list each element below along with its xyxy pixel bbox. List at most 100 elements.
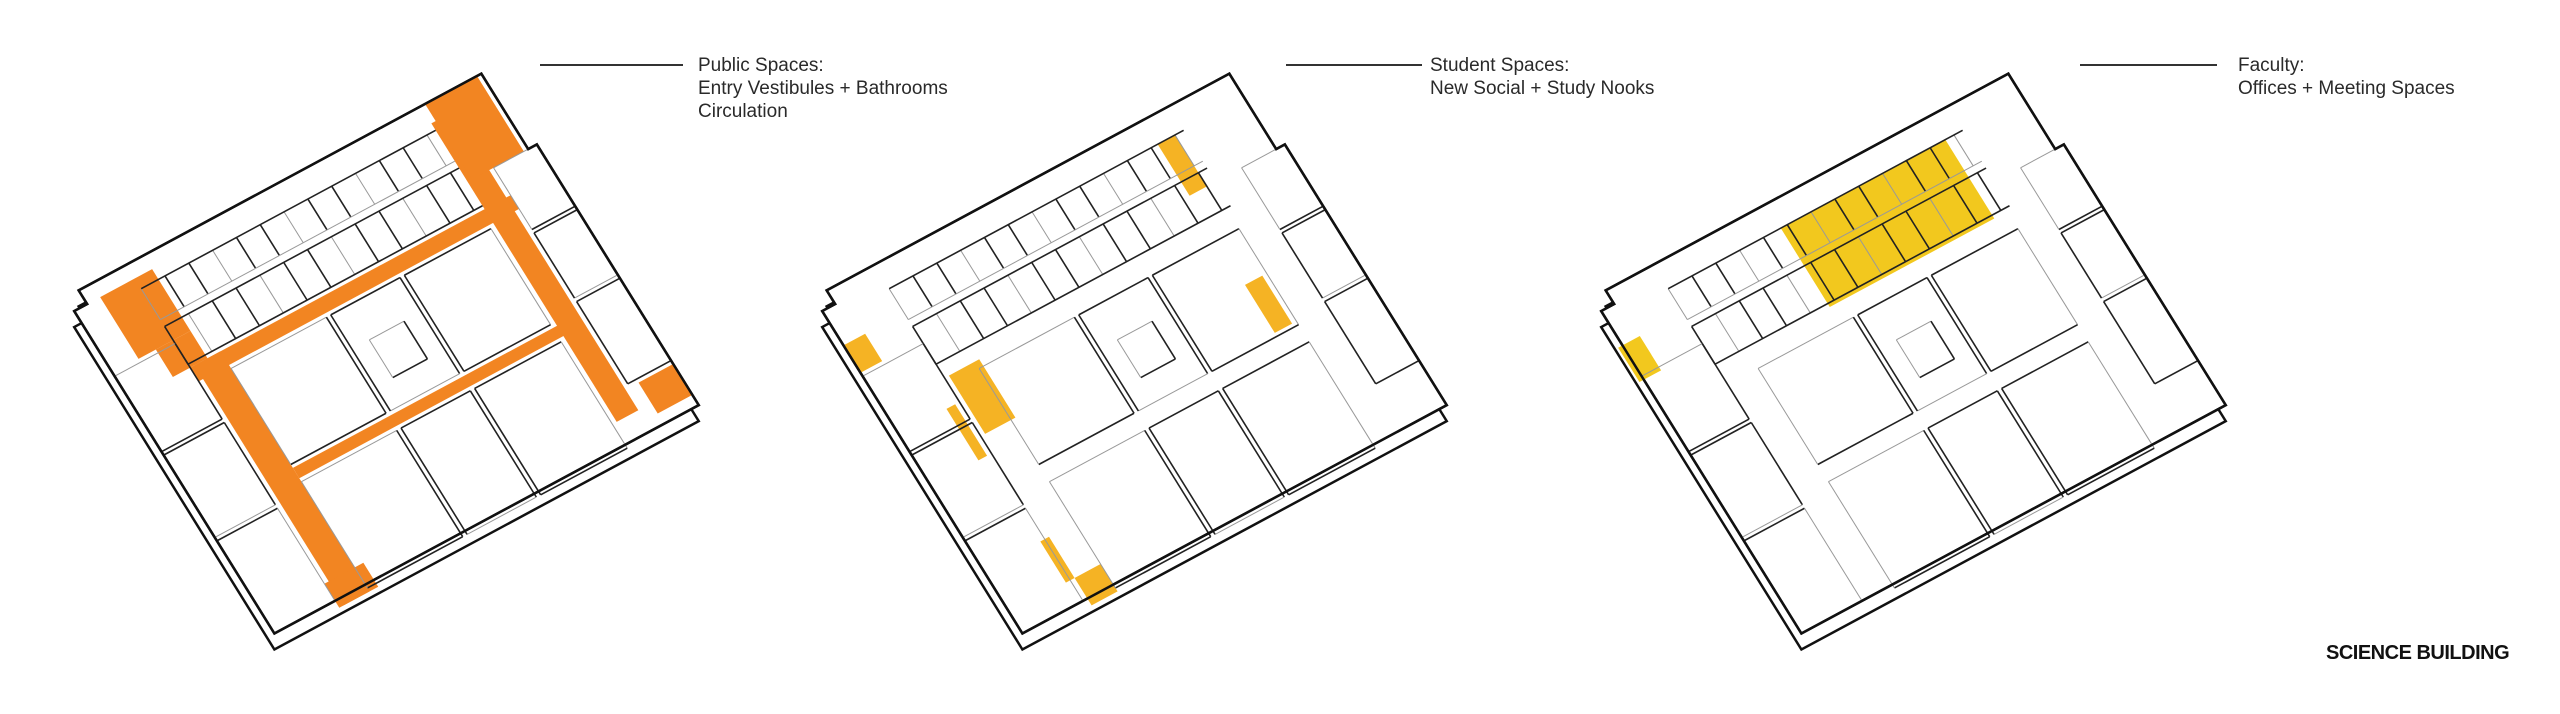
room-wall	[2061, 210, 2104, 233]
room-wall	[1049, 482, 1115, 588]
room-wall	[1148, 278, 1208, 374]
highlight-space	[1157, 134, 1207, 196]
room-wall	[1280, 206, 1323, 229]
building-plan-1	[66, 69, 699, 649]
room-wall	[301, 482, 367, 588]
room-wall	[1080, 186, 1099, 217]
highlight-space	[292, 321, 573, 479]
room-wall	[2104, 278, 2147, 301]
highlight-space	[431, 111, 639, 422]
room-wall	[2104, 302, 2155, 384]
room-wall	[332, 186, 351, 217]
room-wall	[1668, 289, 1687, 320]
room-wall	[231, 317, 326, 368]
room-wall	[379, 161, 398, 192]
room-wall	[162, 419, 223, 452]
room-wall	[577, 302, 628, 384]
room-wall	[1716, 263, 1735, 294]
room-wall	[1056, 199, 1075, 230]
room-wall	[1212, 325, 1299, 372]
room-wall	[1175, 185, 1198, 223]
room-wall	[912, 423, 973, 456]
room-wall	[1991, 325, 2078, 372]
room-wall	[1149, 391, 1218, 428]
room-wall	[393, 359, 428, 378]
room-wall	[1145, 430, 1211, 536]
room-wall	[164, 423, 225, 456]
room-wall	[1175, 135, 1194, 166]
room-wall	[1282, 210, 1325, 233]
room-wall	[984, 237, 1003, 268]
room-wall	[960, 301, 983, 339]
label-public-spaces: Public Spaces: Entry Vestibules + Bathro…	[698, 55, 948, 122]
room-wall	[1138, 374, 1207, 411]
room-wall	[175, 344, 222, 419]
room-wall	[470, 391, 536, 497]
room-wall	[1751, 423, 1802, 505]
room-wall	[1858, 278, 1927, 315]
building-edge	[1593, 69, 2226, 633]
building-plan-3	[1593, 69, 2226, 649]
room-wall	[141, 130, 435, 288]
room-wall	[260, 225, 279, 256]
room-wall	[963, 505, 1024, 538]
room-wall	[965, 508, 1026, 541]
room-wall	[1103, 224, 1126, 262]
room-wall	[1691, 423, 1752, 456]
room-wall	[889, 130, 1183, 288]
room-wall	[1917, 374, 1986, 411]
room-wall	[1896, 321, 1931, 340]
room-wall	[400, 278, 460, 374]
leader-line-public	[540, 64, 683, 66]
room-wall	[534, 210, 577, 233]
room-wall	[475, 388, 541, 494]
room-wall	[331, 278, 400, 315]
room-wall	[1151, 148, 1170, 179]
room-wall	[1859, 186, 1878, 217]
room-wall	[2002, 342, 2089, 389]
room-wall	[1997, 391, 2063, 497]
room-wall	[1931, 321, 1954, 359]
room-wall	[141, 289, 160, 320]
room-wall	[1739, 301, 1762, 339]
room-wall	[1763, 288, 1786, 326]
room-wall	[1223, 342, 1310, 389]
room-wall	[1977, 173, 2000, 211]
highlight-space	[190, 195, 520, 382]
room-wall	[1931, 229, 2018, 276]
room-wall	[1325, 278, 1368, 301]
room-wall	[188, 206, 482, 364]
room-wall	[355, 224, 378, 262]
room-wall	[278, 508, 336, 601]
room-wall	[308, 199, 327, 230]
room-wall	[1242, 168, 1280, 230]
room-wall	[1149, 428, 1215, 534]
room-wall	[1927, 278, 1987, 374]
room-wall	[1924, 430, 1990, 536]
room-wall	[923, 344, 970, 419]
room-wall	[427, 185, 450, 223]
room-wall	[491, 229, 551, 325]
room-wall	[1758, 368, 1818, 464]
room-wall	[2002, 388, 2068, 494]
room-wall	[1309, 342, 1375, 448]
room-wall	[397, 430, 463, 536]
room-wall	[1787, 225, 1806, 256]
highlight-space	[946, 404, 988, 461]
room-wall	[301, 430, 396, 481]
highlight-space	[100, 269, 191, 359]
room-wall	[2088, 342, 2154, 448]
highlight-space	[194, 351, 370, 606]
room-wall	[1115, 537, 1210, 588]
room-wall	[260, 275, 283, 313]
room-wall	[331, 315, 391, 411]
highlight-space	[324, 562, 379, 608]
room-wall	[1954, 135, 1973, 166]
room-wall	[1744, 508, 1805, 541]
room-wall	[913, 276, 932, 307]
room-wall	[1811, 262, 1834, 300]
room-wall	[1079, 237, 1102, 275]
room-wall	[2018, 229, 2078, 325]
label-student-spaces: Student Spaces: New Social + Study Nooks	[1430, 55, 1655, 99]
